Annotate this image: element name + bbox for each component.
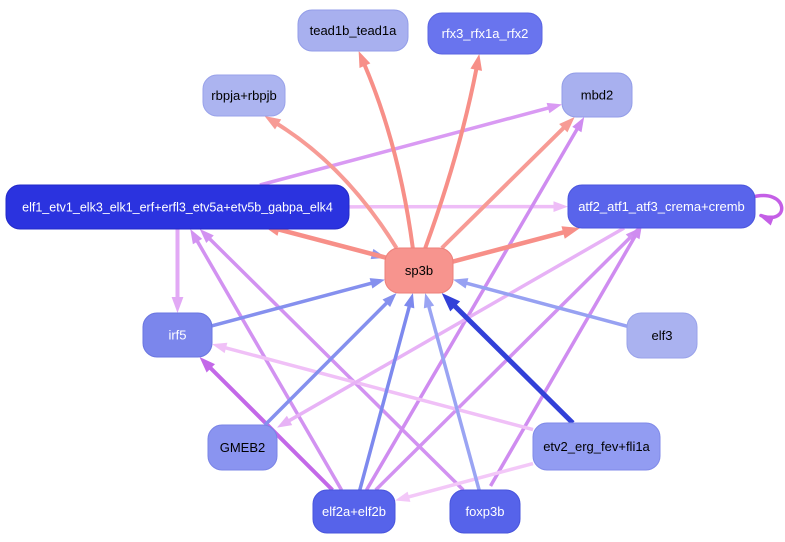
edge-sp3b-mbd2	[440, 125, 567, 250]
edge-etv2-elf2a-arrow	[395, 491, 411, 502]
node-elf1-shape[interactable]	[5, 184, 350, 230]
node-foxp3b-shape[interactable]	[449, 489, 521, 534]
node-mbd2-shape[interactable]	[561, 72, 633, 118]
edge-elf2a-sp3b	[358, 304, 412, 491]
edge-elf2a-atf2	[374, 235, 633, 492]
edge-sp3b-rbpja-arrow	[264, 116, 282, 130]
edge-elf1-mbd2	[259, 105, 551, 187]
edge-sp3b-rfx3	[423, 67, 479, 249]
node-rbpja[interactable]: rbpja+rbpjb	[202, 74, 286, 117]
edge-foxp3b-atf2	[489, 233, 638, 487]
edge-atf2-atf2-selfloop	[749, 193, 784, 220]
node-elf3[interactable]: elf3	[626, 312, 698, 359]
node-tead1b-shape[interactable]	[297, 9, 409, 52]
edge-elf1-mbd2-arrow	[546, 102, 562, 114]
edge-irf5-sp3b-arrow	[369, 278, 385, 289]
node-gmeb2-shape[interactable]	[207, 424, 278, 471]
edge-elf2a-elf1-arrow	[190, 229, 203, 245]
node-irf5[interactable]: irf5	[142, 312, 213, 358]
edge-elf2a-sp3b-arrow	[403, 293, 415, 309]
node-rbpja-shape[interactable]	[202, 74, 286, 117]
edge-elf1-irf5-arrow	[171, 297, 184, 313]
edge-sp3b-mbd2-arrow	[559, 117, 575, 133]
edge-sp3b-tead1b	[362, 63, 415, 249]
node-irf5-shape[interactable]	[142, 312, 213, 358]
edge-foxp3b-elf1	[207, 236, 465, 492]
edge-etv2-irf5	[223, 345, 534, 432]
edge-foxp3b-sp3b-arrow	[423, 293, 435, 309]
edge-elf2a-irf5-arrow	[199, 357, 215, 373]
node-elf2a[interactable]: elf2a+elf2b	[312, 489, 396, 534]
edge-foxp3b-sp3b	[426, 304, 481, 491]
edge-sp3b-rbpja	[275, 121, 399, 250]
edge-foxp3b-elf1-arrow	[199, 229, 214, 244]
node-etv2[interactable]: etv2_erg_fev+fli1a	[532, 422, 661, 471]
edge-irf5-sp3b	[211, 281, 374, 328]
node-sp3b-shape[interactable]	[384, 247, 454, 294]
node-sp3b[interactable]: sp3b	[384, 247, 454, 294]
edge-elf2a-elf1	[195, 238, 344, 491]
node-tead1b[interactable]: tead1b_tead1a	[297, 9, 409, 52]
edge-elf3-sp3b	[464, 281, 628, 328]
node-rfx3-shape[interactable]	[427, 12, 543, 55]
edge-elf2a-mbd2	[365, 126, 580, 491]
edge-sp3b-tead1b-arrow	[358, 51, 371, 69]
edge-etv2-irf5-arrow	[212, 342, 228, 354]
node-gmeb2[interactable]: GMEB2	[207, 424, 278, 471]
edge-atf2-atf2-arrow	[759, 215, 775, 226]
edge-atf2-gmeb2-arrow	[277, 415, 293, 428]
node-atf2[interactable]: atf2_atf1_atf3_crema+cremb	[567, 184, 756, 229]
edge-etv2-sp3b	[452, 303, 575, 425]
edge-elf1-atf2-arrow	[553, 201, 568, 212]
node-elf1[interactable]: elf1_etv1_elk3_elk1_erf+erfl3_etv5a+etv5…	[5, 184, 350, 230]
edge-sp3b-elf1	[276, 226, 387, 260]
edge-sp3b-atf2-arrow	[561, 226, 581, 239]
edge-sp3b-rfx3-arrow	[470, 54, 483, 71]
edge-gmeb2-sp3b-arrow	[382, 293, 397, 308]
edge-sp3b-atf2	[452, 229, 566, 264]
node-elf3-shape[interactable]	[626, 312, 698, 359]
node-foxp3b[interactable]: foxp3b	[449, 489, 521, 534]
node-mbd2[interactable]: mbd2	[561, 72, 633, 118]
node-rfx3[interactable]: rfx3_rfx1a_rfx2	[427, 12, 543, 55]
node-atf2-shape[interactable]	[567, 184, 756, 229]
edge-gmeb2-sp3b	[263, 300, 389, 427]
edge-elf2a-mbd2-arrow	[572, 117, 585, 133]
edge-etv2-elf2a	[406, 461, 534, 499]
node-elf2a-shape[interactable]	[312, 489, 396, 534]
edge-etv2-sp3b-arrow	[441, 293, 461, 312]
edge-atf2-gmeb2	[286, 226, 625, 423]
node-etv2-shape[interactable]	[532, 422, 661, 471]
edge-elf3-sp3b-arrow	[453, 278, 469, 289]
